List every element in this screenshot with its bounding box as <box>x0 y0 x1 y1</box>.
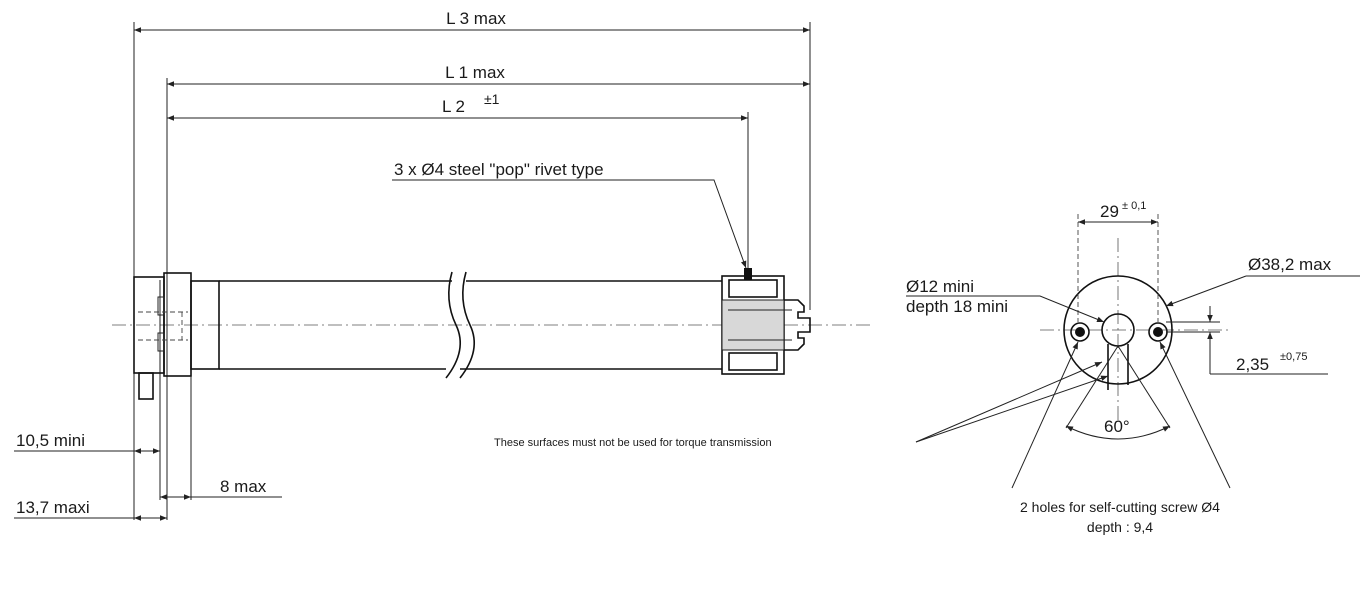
screw-hole-left-core <box>1075 327 1085 337</box>
holes-leader-right <box>1159 341 1231 489</box>
bore-label-line2: depth 18 mini <box>906 297 1008 316</box>
screw-hole-right-core <box>1153 327 1163 337</box>
angle-ray-left <box>1065 345 1119 429</box>
end-slot <box>1107 344 1129 390</box>
head-collar <box>190 280 220 370</box>
crown-tip <box>784 299 811 351</box>
dim-l1-label: L 1 max <box>445 63 505 82</box>
rivet-head <box>744 268 752 280</box>
crown-hub <box>721 299 785 351</box>
side-view: L 3 max L 1 max L 2 ±1 3 x Ø4 steel "pop… <box>14 9 872 521</box>
dim-137-label: 13,7 maxi <box>16 498 90 517</box>
holes-label-line1: 2 holes for self-cutting screw Ø4 <box>1020 499 1220 515</box>
holes-label-line2: depth : 9,4 <box>1087 519 1153 535</box>
end-view: 29 ± 0,1 Ø38,2 max Ø12 mini depth 18 min… <box>906 200 1360 535</box>
angle-label: 60° <box>1104 417 1130 436</box>
head-notch-top <box>157 296 165 316</box>
dim-l3-label: L 3 max <box>446 9 506 28</box>
angle-ray-right <box>1117 345 1171 429</box>
torque-note: These surfaces must not be used for torq… <box>494 437 772 449</box>
head-flange <box>163 272 192 377</box>
holes-leader-left <box>1011 341 1079 489</box>
head-notch-bottom <box>157 332 165 352</box>
dim-29-label: 29 <box>1100 202 1119 221</box>
dia-max-leader <box>1165 275 1247 307</box>
dim-l2-tolerance: ±1 <box>484 91 500 107</box>
screw-hole-left <box>1070 322 1090 342</box>
end-outer-circle <box>1063 275 1173 385</box>
crown-rivet-bottom <box>728 352 778 371</box>
dim-8-label: 8 max <box>220 477 267 496</box>
angle-arc <box>1065 425 1171 440</box>
dia-max-label: Ø38,2 max <box>1248 255 1332 274</box>
bore-leader <box>906 295 1105 323</box>
dim-29-tolerance: ± 0,1 <box>1122 200 1146 212</box>
crown-rivet-top <box>728 279 778 298</box>
torque-leader-2 <box>915 375 1109 443</box>
dim-105-label: 10,5 mini <box>16 431 85 450</box>
offset-label: 2,35 <box>1236 355 1269 374</box>
cable-stub <box>138 372 154 400</box>
rivet-label: 3 x Ø4 steel "pop" rivet type <box>394 160 604 179</box>
break-line-right <box>459 271 476 379</box>
rivet-leader <box>392 179 747 269</box>
break-line-left <box>445 271 462 379</box>
bore-label-line1: Ø12 mini <box>906 277 974 296</box>
torque-leader-1 <box>915 361 1103 443</box>
dim-l2-label: L 2 <box>442 97 465 116</box>
offset-tolerance: ±0,75 <box>1280 351 1307 363</box>
